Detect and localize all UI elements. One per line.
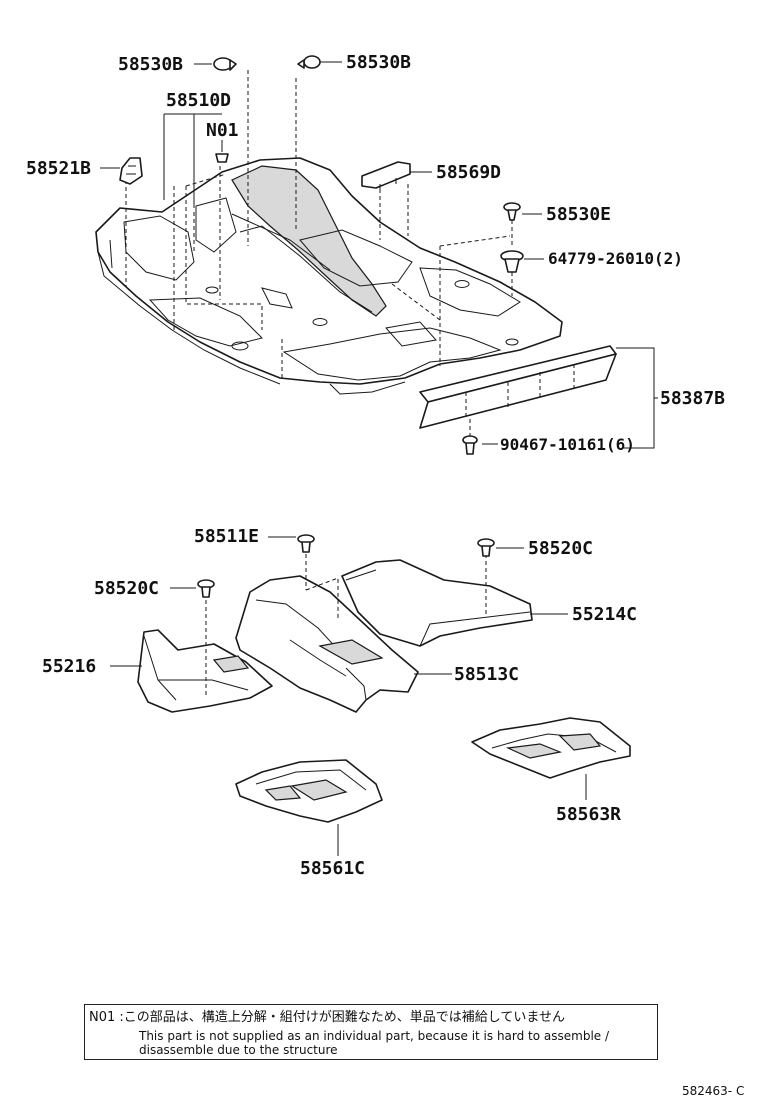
label-58510d: 58510D (166, 90, 231, 111)
label-58561c: 58561C (300, 858, 365, 879)
label-58569d: 58569D (436, 162, 501, 183)
scuff-plate-58387b (419, 345, 617, 429)
note-japanese: N01 :この部品は、構造上分解・組付けが困難なため、単品では補給していません (89, 1010, 565, 1025)
label-58511e: 58511E (194, 526, 259, 547)
clip-64779 (500, 250, 524, 273)
label-n01: N01 (206, 120, 239, 141)
label-58530b-right: 58530B (346, 52, 411, 73)
fastener-n01 (215, 153, 229, 163)
leader-lines-bottom (110, 536, 587, 856)
leader-lines-top (100, 61, 658, 449)
clip-58530e (503, 202, 521, 221)
label-58513c: 58513C (454, 664, 519, 685)
floor-carpet-assembly (95, 157, 563, 395)
label-58387b: 58387B (660, 388, 725, 409)
label-55216: 55216 (42, 656, 96, 677)
main-dashed-guides (125, 70, 513, 436)
label-90467: 90467-10161(6) (500, 435, 635, 454)
label-58520c-right: 58520C (528, 538, 593, 559)
label-64779: 64779-26010(2) (548, 249, 683, 268)
bracket-58521b (119, 157, 143, 185)
note-english-1: This part is not supplied as an individu… (139, 1029, 610, 1043)
fastener-58530b-left (213, 57, 237, 71)
clip-58511e (297, 534, 315, 553)
label-55214c: 55214C (572, 604, 637, 625)
floor-mat-58563r (471, 717, 631, 779)
note-box: N01 :この部品は、構造上分解・組付けが困難なため、単品では補給していません … (84, 1004, 658, 1060)
clip-58520c-left (197, 579, 215, 598)
floor-mat-55214c (341, 554, 533, 647)
part-labels: 58530B 58530B 58510D N01 58521B 58569D 5… (26, 52, 725, 879)
clip-90467 (462, 435, 478, 455)
diagram-code: 582463- C (682, 1084, 745, 1098)
label-58520c-left: 58520C (94, 578, 159, 599)
label-58563r: 58563R (556, 804, 621, 825)
floor-mat-55216 (137, 600, 273, 713)
floor-mat-58561c (235, 759, 383, 823)
label-58530b-left: 58530B (118, 54, 183, 75)
bracket-58569d (361, 161, 411, 190)
fastener-58530b-right (297, 55, 321, 69)
clip-58520c-right (477, 538, 495, 557)
label-58521b: 58521B (26, 158, 91, 179)
label-58530e: 58530E (546, 204, 611, 225)
console-carpet-58513c (235, 554, 419, 713)
note-english-2: disassemble due to the structure (139, 1043, 338, 1057)
